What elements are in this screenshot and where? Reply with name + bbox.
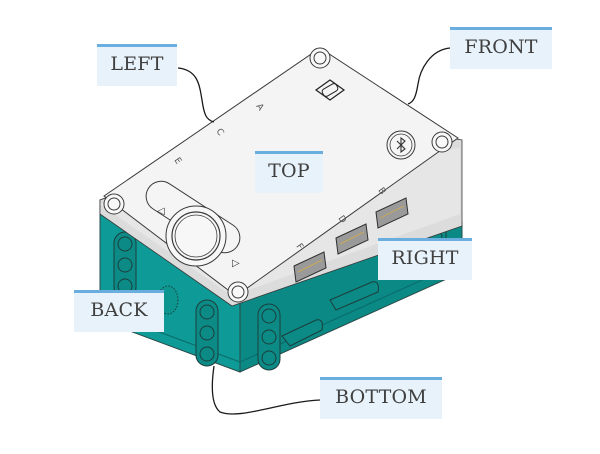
port-letter-b: B bbox=[376, 186, 388, 197]
port-b[interactable] bbox=[375, 197, 409, 229]
leader-left bbox=[177, 67, 215, 123]
left-arrow-button[interactable]: ◁ bbox=[157, 206, 165, 217]
port-letter-d: D bbox=[336, 214, 348, 225]
corner-screws bbox=[103, 47, 453, 303]
label-right: RIGHT bbox=[378, 238, 472, 280]
center-button[interactable] bbox=[171, 211, 221, 261]
port-f[interactable] bbox=[293, 251, 327, 283]
label-left: LEFT bbox=[97, 44, 177, 86]
port-letter-e: E bbox=[172, 156, 184, 167]
leader-front bbox=[407, 47, 451, 105]
label-top: TOP bbox=[255, 151, 323, 193]
port-letters: A C E B D F bbox=[172, 102, 388, 252]
leader-bottom bbox=[211, 365, 321, 415]
beam-holes-back bbox=[113, 231, 219, 367]
label-front: FRONT bbox=[450, 27, 552, 69]
port-d[interactable] bbox=[335, 223, 369, 255]
control-buttons bbox=[145, 180, 241, 267]
right-arrow-button[interactable]: ▷ bbox=[232, 258, 240, 269]
brand-logo-icon bbox=[314, 79, 346, 101]
leader-lines bbox=[177, 47, 451, 415]
label-bottom: BOTTOM bbox=[320, 377, 442, 419]
port-letter-f: F bbox=[294, 242, 305, 252]
label-back: BACK bbox=[74, 290, 164, 332]
bluetooth-button[interactable] bbox=[386, 130, 416, 160]
port-letter-a: A bbox=[254, 102, 266, 113]
port-letter-c: C bbox=[214, 127, 226, 138]
io-ports bbox=[293, 197, 409, 283]
